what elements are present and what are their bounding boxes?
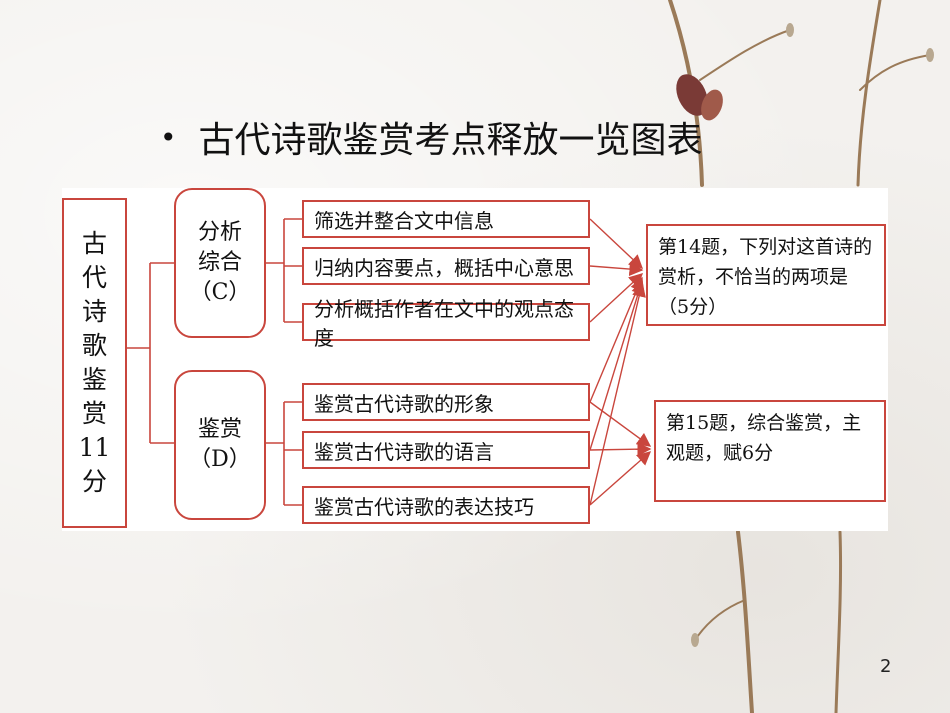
category-line: 综合 xyxy=(197,250,242,275)
main-char: 歌 xyxy=(81,331,107,360)
item-box: 鉴赏古代诗歌的表达技巧 xyxy=(302,486,590,524)
item-box: 筛选并整合文中信息 xyxy=(302,200,590,238)
category-line: 分析 xyxy=(197,220,242,245)
diagram-panel: 古 代 诗 歌 鉴 赏 11 分 分析 综合 （C） 鉴赏 （D） 筛选并整合文… xyxy=(62,188,888,531)
slide-title: • 古代诗歌鉴赏考点释放一览图表 xyxy=(160,112,703,162)
item-box: 分析概括作者在文中的观点态度 xyxy=(302,297,590,350)
main-char: 古 xyxy=(81,229,107,258)
category-line: （C） xyxy=(189,280,251,305)
category-line: 鉴赏 xyxy=(197,417,242,442)
main-char: 11 xyxy=(78,433,111,462)
page-number: 2 xyxy=(880,656,892,677)
item-box: 归纳内容要点，概括中心意思 xyxy=(302,247,590,285)
item-box: 鉴赏古代诗歌的形象 xyxy=(302,383,590,421)
main-topic-box: 古 代 诗 歌 鉴 赏 11 分 xyxy=(62,198,127,528)
main-char: 赏 xyxy=(81,399,107,428)
main-char: 代 xyxy=(81,263,107,292)
category-appreciation-box: 鉴赏 （D） xyxy=(174,370,266,520)
main-char: 诗 xyxy=(81,297,107,326)
main-char: 分 xyxy=(81,467,107,496)
main-char: 鉴 xyxy=(81,365,107,394)
bullet-icon: • xyxy=(160,120,177,154)
title-text: 古代诗歌鉴赏考点释放一览图表 xyxy=(198,120,703,161)
category-analysis-box: 分析 综合 （C） xyxy=(174,188,266,338)
question-14-box: 第14题，下列对这首诗的赏析，不恰当的两项是（5分） xyxy=(646,224,886,326)
item-box: 鉴赏古代诗歌的语言 xyxy=(302,431,590,469)
question-15-box: 第15题，综合鉴赏，主观题，赋6分 xyxy=(654,400,886,502)
category-line: （D） xyxy=(189,447,251,472)
